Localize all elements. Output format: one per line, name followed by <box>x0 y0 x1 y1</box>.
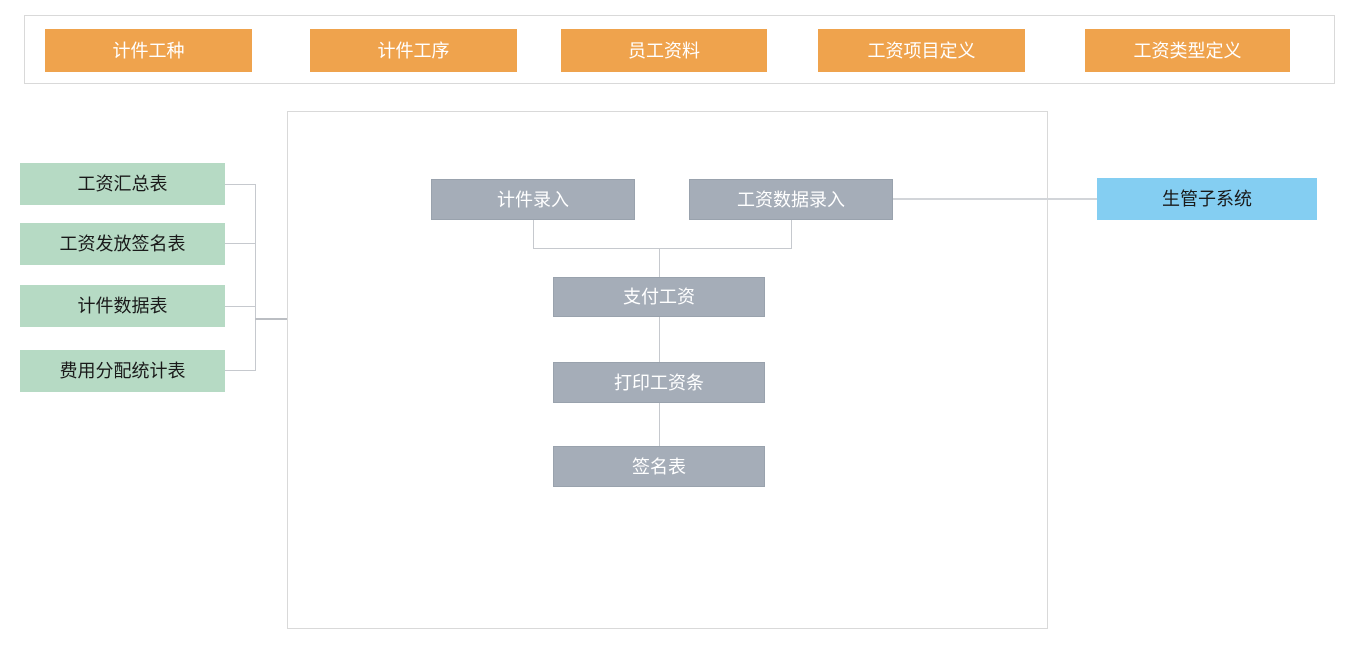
connector-line <box>225 306 255 307</box>
connector-line <box>659 248 660 277</box>
node-piecework-type: 计件工种 <box>45 29 252 72</box>
node-cost-allocation-statistics-table: 费用分配统计表 <box>20 350 225 392</box>
node-pay-salary: 支付工资 <box>553 277 765 317</box>
node-piecework-data-table: 计件数据表 <box>20 285 225 327</box>
connector-line <box>533 248 792 249</box>
node-salary-data-entry: 工资数据录入 <box>689 179 893 220</box>
connector-line <box>225 370 255 371</box>
node-salary-summary-table: 工资汇总表 <box>20 163 225 205</box>
connector-line <box>893 198 1097 200</box>
connector-line <box>659 403 660 446</box>
node-print-payslip: 打印工资条 <box>553 362 765 403</box>
connector-line <box>225 184 255 185</box>
connector-line <box>533 220 534 248</box>
connector-line <box>791 220 792 248</box>
node-piecework-entry: 计件录入 <box>431 179 635 220</box>
node-employee-data: 员工资料 <box>561 29 767 72</box>
node-salary-type-definition: 工资类型定义 <box>1085 29 1290 72</box>
connector-line <box>225 243 255 244</box>
node-salary-item-definition: 工资项目定义 <box>818 29 1025 72</box>
node-signature-table: 签名表 <box>553 446 765 487</box>
node-salary-payment-signature-table: 工资发放签名表 <box>20 223 225 265</box>
connector-line <box>255 184 256 371</box>
node-piecework-process: 计件工序 <box>310 29 517 72</box>
connector-line <box>255 318 287 320</box>
connector-line <box>659 317 660 362</box>
node-production-management-subsystem: 生管子系统 <box>1097 178 1317 220</box>
